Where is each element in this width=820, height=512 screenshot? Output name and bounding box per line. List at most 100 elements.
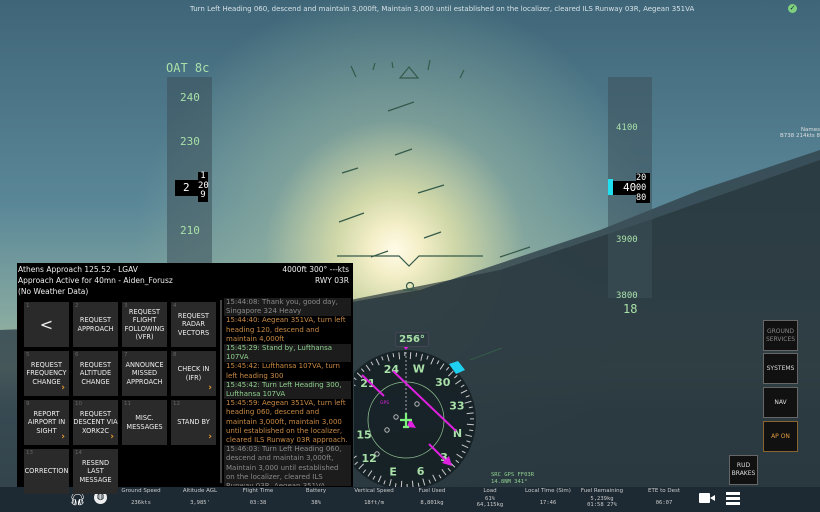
arrow-head-icon	[442, 456, 452, 466]
compass-tick	[455, 379, 462, 385]
value-secondary: 01:58 27%	[587, 502, 617, 508]
atc-status: Approach Active for 40mn - Aiden_Forusz	[18, 276, 173, 285]
headset-icon[interactable]: 🎧︎	[69, 492, 86, 507]
compass-tick	[372, 475, 376, 480]
option-number: 2	[75, 303, 79, 309]
stat-label: Fuel Remaining	[580, 488, 624, 494]
stat-value: 06:07	[634, 500, 694, 506]
traffic-info: B738 214kts 8	[780, 133, 820, 139]
compass-tick	[422, 478, 426, 486]
compass-tick	[460, 384, 465, 388]
option-number: 9	[26, 401, 30, 407]
heading-bug-icon	[449, 361, 465, 374]
compass-tick	[432, 474, 437, 482]
log-scrollbar[interactable]	[220, 300, 222, 483]
log-message: 15:45:59: Aegean 351VA, turn left headin…	[224, 399, 351, 446]
option-number: 10	[75, 401, 82, 407]
option-number: 13	[26, 450, 33, 456]
option-label: <	[39, 314, 54, 334]
compass-tick	[469, 429, 474, 432]
option-label: REQUEST ALTITUDE CHANGE	[79, 361, 112, 386]
traffic-name: Names	[800, 127, 820, 133]
option-number: 8	[173, 352, 177, 358]
nav-button[interactable]: NAV	[763, 387, 798, 418]
compass-tick	[411, 480, 414, 488]
compass-tick	[461, 444, 469, 449]
compass-label: W	[413, 363, 425, 376]
compass-tick	[381, 356, 384, 361]
compass-tick	[441, 469, 447, 476]
speed-readout: 2	[175, 180, 200, 196]
log-message: 15:46:03: Turn Left Heading 060, descend…	[224, 445, 351, 486]
compass-tick	[464, 400, 472, 404]
option-number: 1	[26, 303, 30, 309]
pitch-ladder	[337, 59, 531, 361]
compass-tick	[439, 363, 445, 370]
compass-tick	[367, 470, 373, 477]
compass-tick	[430, 357, 435, 365]
rudder-brakes-button[interactable]: RUD BRAKES	[729, 455, 758, 485]
compass-tick	[354, 384, 356, 387]
compass-tick	[447, 467, 451, 472]
value: 8,801kg	[420, 500, 444, 506]
option-number: 12	[173, 401, 180, 407]
lubber-line-icon	[403, 346, 409, 350]
log-message: 15:45:42: Turn Left Heading 300, Lufthan…	[224, 380, 351, 400]
course-line	[361, 374, 385, 397]
compass-tick	[420, 353, 423, 361]
oat-readout: OAT 8c	[166, 61, 210, 75]
globe-icon[interactable]: ◍	[94, 491, 107, 504]
chevron-right-icon: ›	[110, 431, 114, 442]
systems-button[interactable]: SYSTEMS	[763, 353, 798, 384]
compass-label: N	[453, 427, 462, 440]
log-message: 15:44:40: Aegean 351VA, turn left headin…	[224, 316, 351, 345]
compass-tick	[386, 354, 390, 362]
ground-services-button[interactable]: GROUND SERVICES	[763, 320, 798, 351]
compass-tick	[456, 453, 463, 459]
compass-tick	[448, 370, 454, 377]
option-label: ANNOUNCE MISSED APPROACH	[125, 361, 164, 386]
compass-rose	[354, 350, 476, 490]
stat-value: 03:38	[228, 500, 288, 506]
course-line	[392, 370, 457, 432]
autopilot-button[interactable]: AP ON	[763, 421, 798, 452]
waypoint-icon	[393, 414, 399, 420]
digit: 20	[636, 173, 647, 183]
menu-icon[interactable]	[726, 492, 740, 505]
chevron-right-icon: ›	[208, 382, 212, 393]
value: 17:46	[539, 500, 557, 506]
atc-weather: (No Weather Data)	[18, 287, 89, 296]
compass-label: 3	[440, 451, 448, 464]
compass-tick	[453, 375, 458, 379]
stat-label: ETE to Dest	[648, 488, 680, 494]
stat-value: 61%64,115kg	[460, 496, 520, 508]
camera-icon[interactable]	[699, 493, 715, 503]
compass-label: 12	[362, 452, 377, 465]
stat-value: 8,801kg	[402, 500, 462, 506]
back-button[interactable]: 1<	[24, 302, 69, 347]
chevron-right-icon: ›	[208, 431, 212, 442]
option-number: 3	[124, 303, 128, 309]
option-label: REQUEST DESCENT VIA XORK2C	[73, 410, 118, 435]
